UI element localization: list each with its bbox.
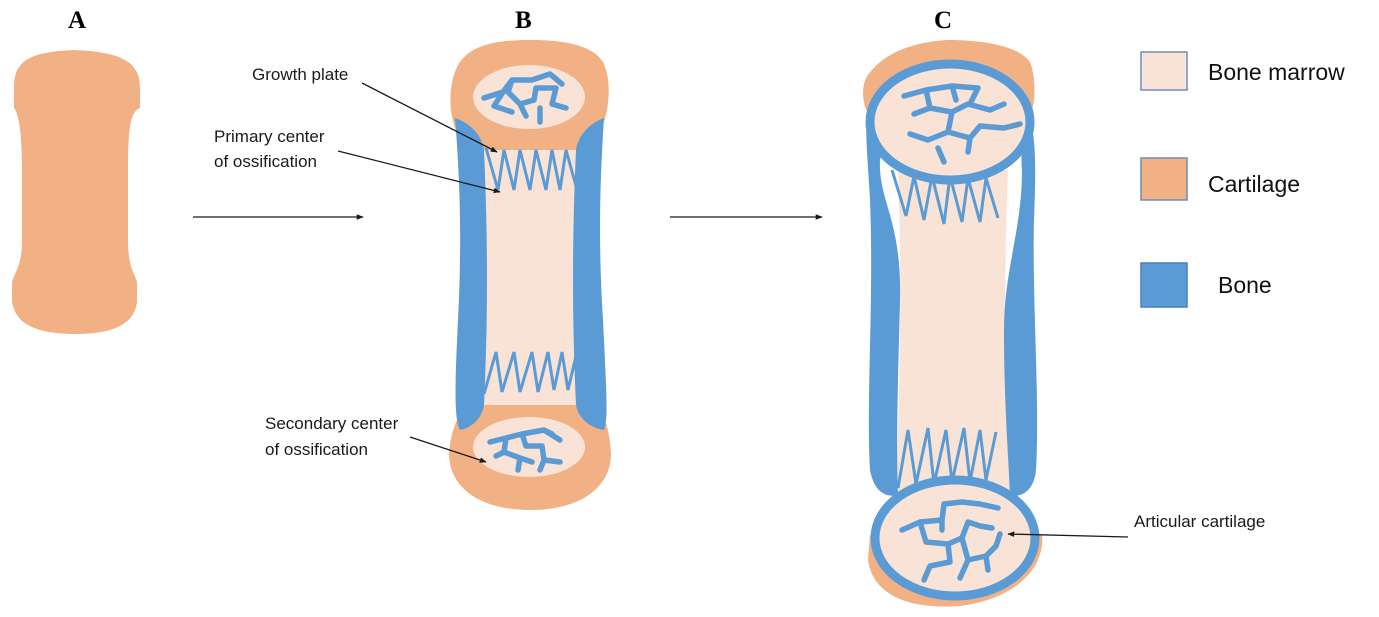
legend-label-bone: Bone [1218, 272, 1272, 298]
stage-a-cartilage-model [12, 50, 140, 334]
stage-label-b: B [515, 7, 532, 34]
legend-label-cartilage: Cartilage [1208, 171, 1300, 197]
stage-b-bone-collar-left [455, 118, 487, 430]
stage-label-c: C [934, 7, 952, 34]
label-articular-cartilage: Articular cartilage [1134, 512, 1265, 531]
label-secondary-center-1: Secondary center [265, 414, 399, 433]
label-growth-plate: Growth plate [252, 65, 348, 84]
stage-label-a: A [68, 7, 86, 34]
legend-swatch-bone-marrow [1141, 52, 1187, 90]
legend-label-bone-marrow: Bone marrow [1208, 59, 1345, 85]
label-primary-center-1: Primary center [214, 127, 325, 146]
label-secondary-center-2: of ossification [265, 440, 368, 459]
stage-b-bone-collar-right [573, 118, 607, 430]
legend: Bone marrow Cartilage Bone [1141, 52, 1345, 307]
legend-swatch-cartilage [1141, 158, 1187, 200]
legend-swatch-bone [1141, 263, 1187, 307]
stage-b-bone [449, 40, 611, 510]
stage-c-bone [863, 40, 1042, 607]
label-primary-center-2: of ossification [214, 152, 317, 171]
stage-c-cortex-right [1004, 118, 1037, 496]
stage-c-bottom-epiphysis [875, 480, 1035, 596]
